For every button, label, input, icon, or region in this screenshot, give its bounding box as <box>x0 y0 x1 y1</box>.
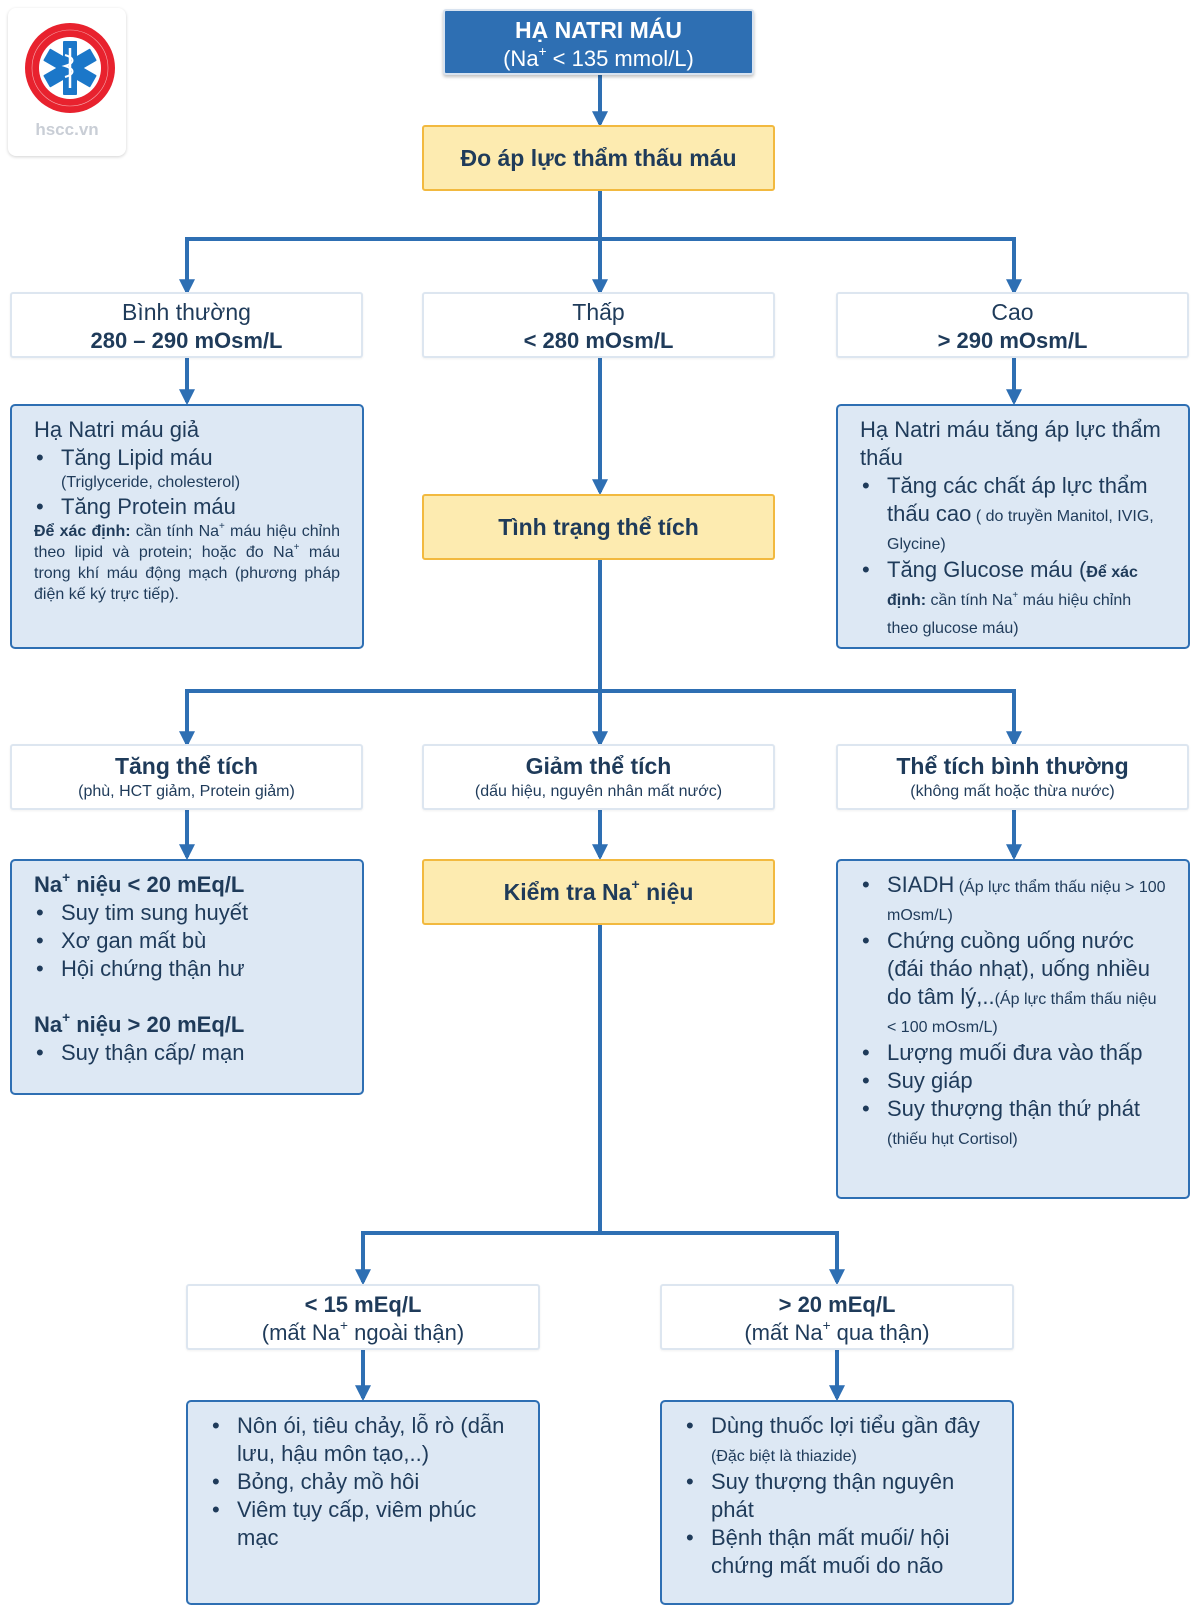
urine-high-value: > 20 mEq/L <box>778 1292 896 1317</box>
list-item: Xơ gan mất bù <box>34 927 340 955</box>
list-item: Tăng Glucose máu (Để xác định: cần tính … <box>860 556 1166 640</box>
check-urine-na-label: Kiểm tra Na+ niệu <box>503 877 694 905</box>
list-item: Nôn ói, tiêu chảy, lỗ rò (dẫn lưu, hậu m… <box>210 1412 516 1468</box>
volume-status-box: Tình trạng thể tích <box>422 494 775 560</box>
hypervolemia-sub: (phù, HCT giảm, Protein giảm) <box>78 783 295 800</box>
urine-low-box: < 15 mEq/L (mất Na+ ngoài thận) <box>186 1284 540 1350</box>
osm-high-box: Cao > 290 mOsm/L <box>836 292 1189 358</box>
title-text: HẠ NATRI MÁU <box>515 17 682 43</box>
list-item: Suy tim sung huyết <box>34 899 340 927</box>
measure-osmolality-box: Đo áp lực thẩm thấu máu <box>422 125 775 191</box>
osm-high-range: > 290 mOsm/L <box>937 328 1088 353</box>
list-item: Bệnh thận mất muối/ hội chứng mất muối d… <box>684 1524 990 1580</box>
urine-high-box: > 20 mEq/L (mất Na+ qua thận) <box>660 1284 1014 1350</box>
list-item: SIADH (Áp lực thẩm thấu niệu > 100 mOsm/… <box>860 871 1166 927</box>
check-urine-na-box: Kiểm tra Na+ niệu <box>422 859 775 925</box>
logo-site-text: hscc.vn <box>35 120 99 139</box>
list-item: Suy giáp <box>860 1067 1166 1095</box>
volume-status-label: Tình trạng thể tích <box>498 513 699 540</box>
list-item: Viêm tụy cấp, viêm phúc mạc <box>210 1496 516 1552</box>
urine-na-high-heading: Na+ niệu > 20 mEq/L <box>34 1010 245 1037</box>
hypervolemia-header-box: Tăng thể tích (phù, HCT giảm, Protein gi… <box>10 744 363 810</box>
euvolemia-causes-box: SIADH (Áp lực thẩm thấu niệu > 100 mOsm/… <box>836 859 1190 1199</box>
hypovolemia-sub: (dấu hiệu, nguyên nhân mất nước) <box>474 783 723 800</box>
euvolemia-sub: (không mất hoặc thừa nước) <box>910 783 1115 800</box>
list-item: Chứng cuồng uống nước (đái tháo nhạt), u… <box>860 927 1166 1039</box>
list-item: Bỏng, chảy mồ hôi <box>210 1468 516 1496</box>
title-box: HẠ NATRI MÁU (Na+ < 135 mmol/L) <box>443 9 754 75</box>
star-of-life-emblem-icon <box>25 23 115 113</box>
osm-normal-label: Bình thường <box>122 299 251 325</box>
hypovolemia-title: Giảm thể tích <box>525 753 672 779</box>
list-item: Tăng Lipid máu(Triglyceride, cholesterol… <box>34 444 340 493</box>
hypervolemia-causes-box: Na+ niệu < 20 mEq/L Suy tim sung huyết X… <box>10 859 364 1095</box>
pseudo-note: Để xác định: cần tính Na+ máu hiệu chỉnh… <box>34 520 340 603</box>
hypervolemia-title: Tăng thể tích <box>114 753 259 779</box>
hypovolemia-header-box: Giảm thể tích (dấu hiệu, nguyên nhân mất… <box>422 744 775 810</box>
list-item: Tăng Protein máu <box>34 493 340 521</box>
list-item: Suy thượng thận nguyên phát <box>684 1468 990 1524</box>
measure-osmolality-label: Đo áp lực thẩm thấu máu <box>460 144 737 171</box>
hyperosmolar-box: Hạ Natri máu tăng áp lực thẩm thấu Tăng … <box>836 404 1190 649</box>
hyperosm-heading: Hạ Natri máu tăng áp lực thẩm thấu <box>860 417 1161 470</box>
pseudo-hyponatremia-box: Hạ Natri máu giả Tăng Lipid máu(Triglyce… <box>10 404 364 649</box>
pseudo-heading: Hạ Natri máu giả <box>34 417 200 442</box>
osm-low-range: < 280 mOsm/L <box>523 328 674 353</box>
renal-causes-box: Dùng thuốc lợi tiểu gần đây (Đặc biệt là… <box>660 1400 1014 1605</box>
list-item: Suy thượng thận thứ phát (thiếu hụt Cort… <box>860 1095 1166 1151</box>
urine-na-low-heading: Na+ niệu < 20 mEq/L <box>34 870 245 897</box>
list-item: Dùng thuốc lợi tiểu gần đây (Đặc biệt là… <box>684 1412 990 1468</box>
extrarenal-causes-box: Nôn ói, tiêu chảy, lỗ rò (dẫn lưu, hậu m… <box>186 1400 540 1605</box>
hscc-logo: hscc.vn <box>8 8 128 158</box>
osm-low-box: Thấp < 280 mOsm/L <box>422 292 775 358</box>
euvolemia-header-box: Thể tích bình thường (không mất hoặc thừ… <box>836 744 1189 810</box>
list-item: Tăng các chất áp lực thẩm thấu cao ( do … <box>860 472 1166 556</box>
list-item: Hội chứng thận hư <box>34 955 340 983</box>
osm-low-label: Thấp <box>572 299 625 325</box>
list-item: Suy thận cấp/ mạn <box>34 1039 340 1067</box>
osm-normal-box: Bình thường 280 – 290 mOsm/L <box>10 292 363 358</box>
title-threshold: (Na+ < 135 mmol/L) <box>503 44 694 71</box>
urine-high-desc: (mất Na+ qua thận) <box>744 1318 930 1345</box>
osm-normal-range: 280 – 290 mOsm/L <box>90 328 283 353</box>
urine-low-value: < 15 mEq/L <box>304 1292 422 1317</box>
euvolemia-title: Thể tích bình thường <box>896 753 1129 779</box>
osm-high-label: Cao <box>991 299 1034 325</box>
urine-low-desc: (mất Na+ ngoài thận) <box>261 1318 465 1345</box>
list-item: Lượng muối đưa vào thấp <box>860 1039 1166 1067</box>
